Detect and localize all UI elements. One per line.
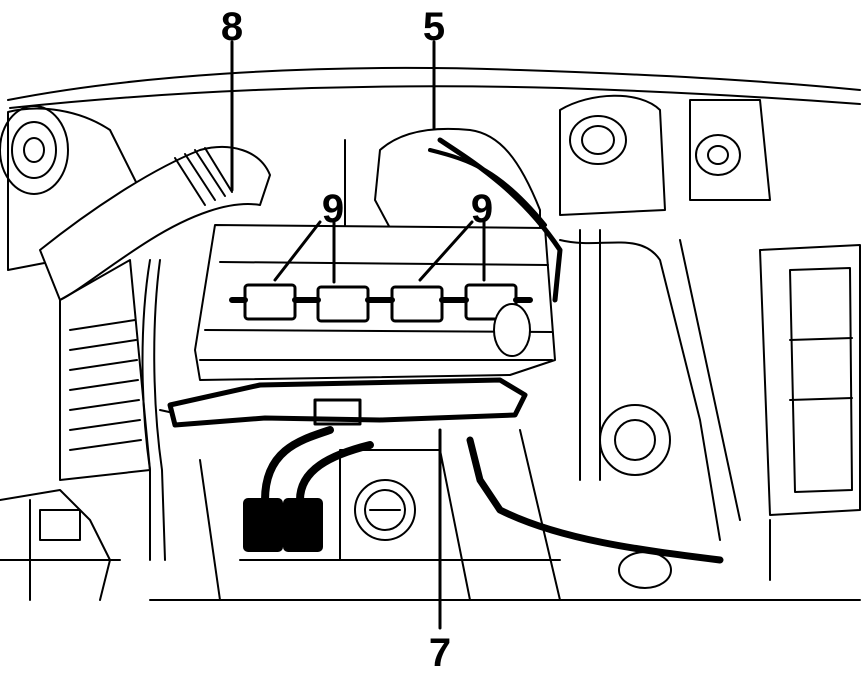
wiring-harness <box>466 436 724 564</box>
oil-filler-cap <box>493 303 531 357</box>
ignition-coil-2 <box>316 285 370 323</box>
wiring-harness-upper <box>437 137 563 303</box>
brake-reservoir <box>689 99 771 201</box>
air-intake-hose <box>39 146 271 301</box>
leader-lines <box>230 40 486 630</box>
throttle-body <box>339 449 441 561</box>
firewall-edge <box>9 85 861 109</box>
callout-8: 8 <box>221 5 243 49</box>
hood-outline <box>7 66 861 101</box>
leader-9b-1 <box>418 220 474 282</box>
leader-9a-1 <box>273 220 322 282</box>
callout-9-right: 9 <box>471 187 493 231</box>
callout-5: 5 <box>423 5 445 49</box>
electrical-connectors <box>243 426 374 552</box>
right-components <box>559 229 771 589</box>
coolant-reservoir <box>559 94 666 216</box>
callout-7: 7 <box>429 631 451 675</box>
strut-tower-left <box>0 105 141 271</box>
ignition-coils <box>229 283 533 323</box>
radiator-grille-left <box>59 259 151 481</box>
ignition-coil-3 <box>390 285 444 323</box>
lower-engine-detail <box>199 429 561 601</box>
callout-9-left: 9 <box>322 187 344 231</box>
battery-box <box>759 244 861 516</box>
intake-manifold-rail <box>167 377 528 428</box>
manifold-bracket <box>313 398 362 426</box>
